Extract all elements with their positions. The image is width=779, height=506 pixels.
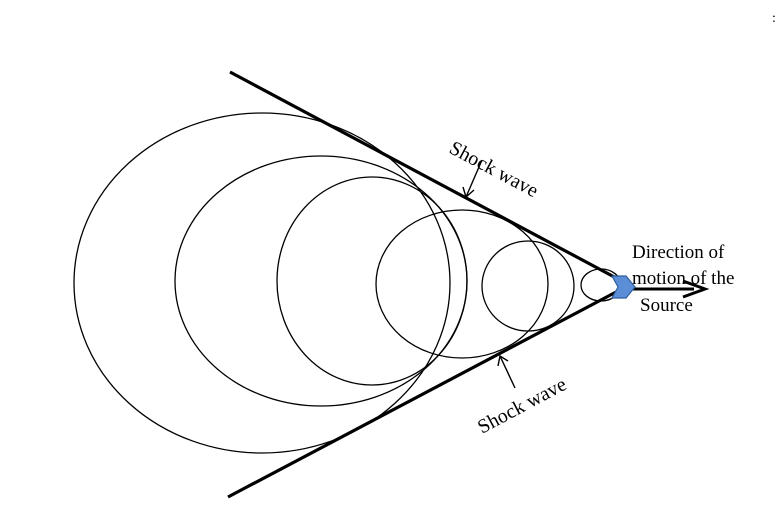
wavefront-3 <box>276 176 468 386</box>
direction-label-line-1: Direction of <box>632 242 725 263</box>
shock-line-lower <box>227 289 619 499</box>
direction-label-line-2: motion of the <box>632 268 734 289</box>
wavefront-5 <box>481 240 575 332</box>
shock-wave-label-lower: Shock wave <box>474 373 570 438</box>
source-marker-icon <box>610 275 636 299</box>
shock-wave-label-upper: Shock wave <box>446 137 542 202</box>
wavefront-4 <box>375 209 549 359</box>
lower-label-pointer <box>497 354 516 389</box>
direction-arrow <box>628 279 710 299</box>
shock-line-upper <box>229 70 619 281</box>
direction-label-line-3: Source <box>640 295 693 316</box>
corner-mark: : <box>772 11 776 26</box>
wavefronts <box>73 112 622 454</box>
wavefront-1 <box>73 112 451 454</box>
upper-label-pointer <box>462 159 483 199</box>
